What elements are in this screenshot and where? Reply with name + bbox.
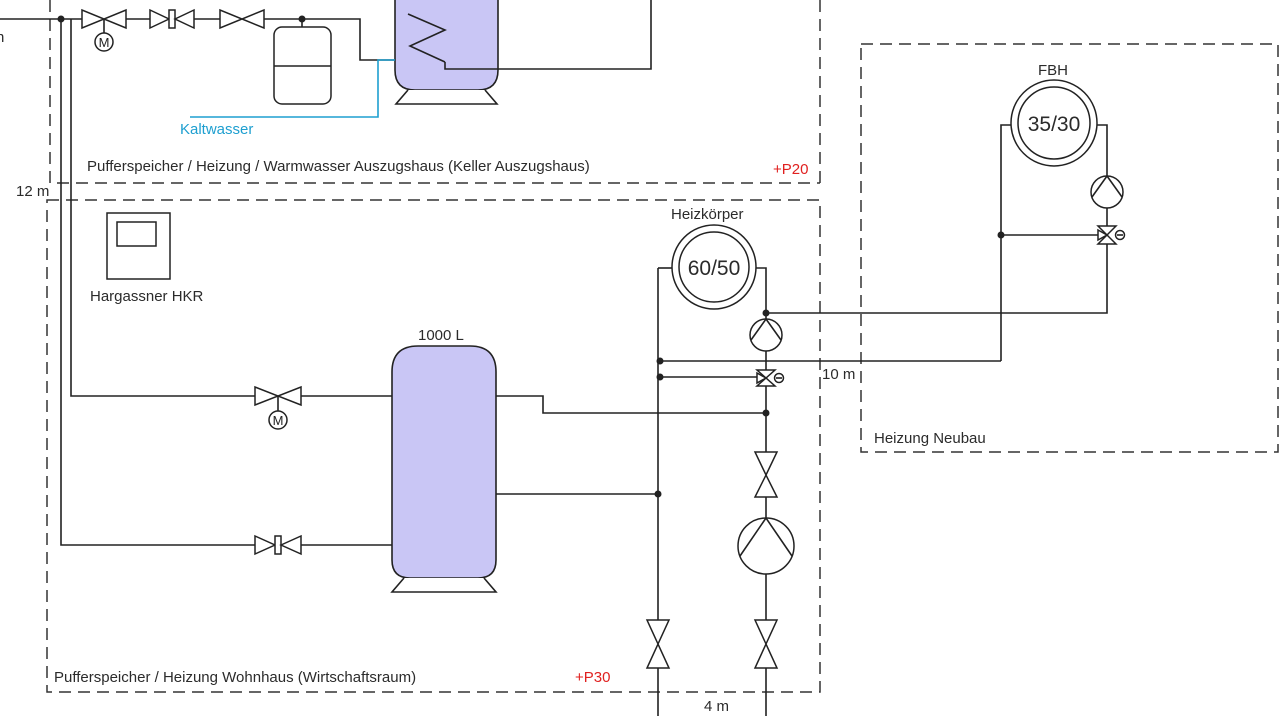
neubau-supply-pipe: [766, 248, 1108, 314]
floor-heating-title-label: FBH: [1038, 62, 1068, 79]
riser-supply-pipe: [70, 19, 255, 397]
wohnhaus-section: M: [254, 224, 1108, 716]
shutoff-valve-top: [219, 8, 265, 30]
junction-dot: [762, 409, 770, 417]
shutoff-valve-supply-bottom: [753, 619, 779, 669]
distance-10m-label: 10 m: [822, 366, 855, 383]
pipe: [754, 267, 767, 313]
distance-4m-label: 4 m: [704, 698, 729, 715]
svg-text:M: M: [273, 413, 284, 428]
zone-auszugshaus-boundary: [49, 0, 820, 184]
neubau-riser-pipe: [1000, 124, 1012, 361]
zone-boundaries: [46, 0, 1279, 693]
zone-auszugshaus-tag: +P20: [773, 161, 808, 178]
main-circulation-pump: [737, 516, 795, 575]
radiator: [658, 224, 767, 313]
radiator-inner-ring: [678, 231, 750, 303]
auszugshaus-section: M: [0, 0, 652, 118]
buffer-supply-outlet: [496, 395, 766, 414]
pipe: [1096, 124, 1108, 176]
radiator-pump: [749, 317, 783, 352]
distance-12m-label: 12 m: [16, 183, 49, 200]
buffer-volume-label: 1000 L: [418, 327, 464, 344]
radiator-temp-label: 60/50: [688, 257, 741, 280]
edge-fragment-label: n: [0, 29, 4, 46]
shutoff-valve-return: [645, 619, 671, 669]
heating-controller: [106, 212, 171, 280]
junction-dot: [654, 490, 662, 498]
riser-return-pipe: [60, 19, 255, 546]
boiler-return-pipe: [444, 0, 652, 70]
floor-heating-temp-label: 35/30: [1028, 113, 1081, 136]
labels: n Kaltwasser Pufferspeicher / Heizung / …: [0, 29, 1080, 715]
zone-wohnhaus-label: Pufferspeicher / Heizung Wohnhaus (Wirts…: [54, 669, 416, 686]
mixing-valve-floor: [1096, 225, 1126, 245]
floor-heating-pump: [1090, 174, 1124, 209]
motorized-valve-top: M: [81, 8, 127, 52]
radiator-title-label: Heizkörper: [671, 206, 744, 223]
buffer-tank: [390, 345, 498, 593]
floor-heating-inner-ring: [1017, 86, 1091, 160]
boiler-heat-exchanger-coil: [407, 13, 447, 63]
motorized-valve-buffer: M: [254, 385, 302, 430]
zone-wohnhaus-boundary: [46, 199, 821, 693]
hot-water-boiler: [394, 0, 499, 105]
cold-water-label: Kaltwasser: [180, 121, 253, 138]
svg-text:M: M: [99, 35, 110, 50]
check-valve-buffer: [254, 534, 302, 556]
zone-neubau-label: Heizung Neubau: [874, 430, 986, 447]
zone-wohnhaus-tag: +P30: [575, 669, 610, 686]
controller-display: [116, 221, 157, 247]
shutoff-valve-supply-top: [753, 451, 779, 498]
zone-neubau-boundary: [860, 43, 1279, 453]
cold-water-pipe: [190, 59, 395, 118]
mixing-valve-radiator: [755, 369, 785, 387]
main-risers: [60, 19, 255, 546]
controller-label: Hargassner HKR: [90, 288, 204, 305]
zone-auszugshaus-label: Pufferspeicher / Heizung / Warmwasser Au…: [87, 158, 590, 175]
check-valve-top: [149, 8, 195, 30]
neubau-section: [997, 79, 1126, 361]
